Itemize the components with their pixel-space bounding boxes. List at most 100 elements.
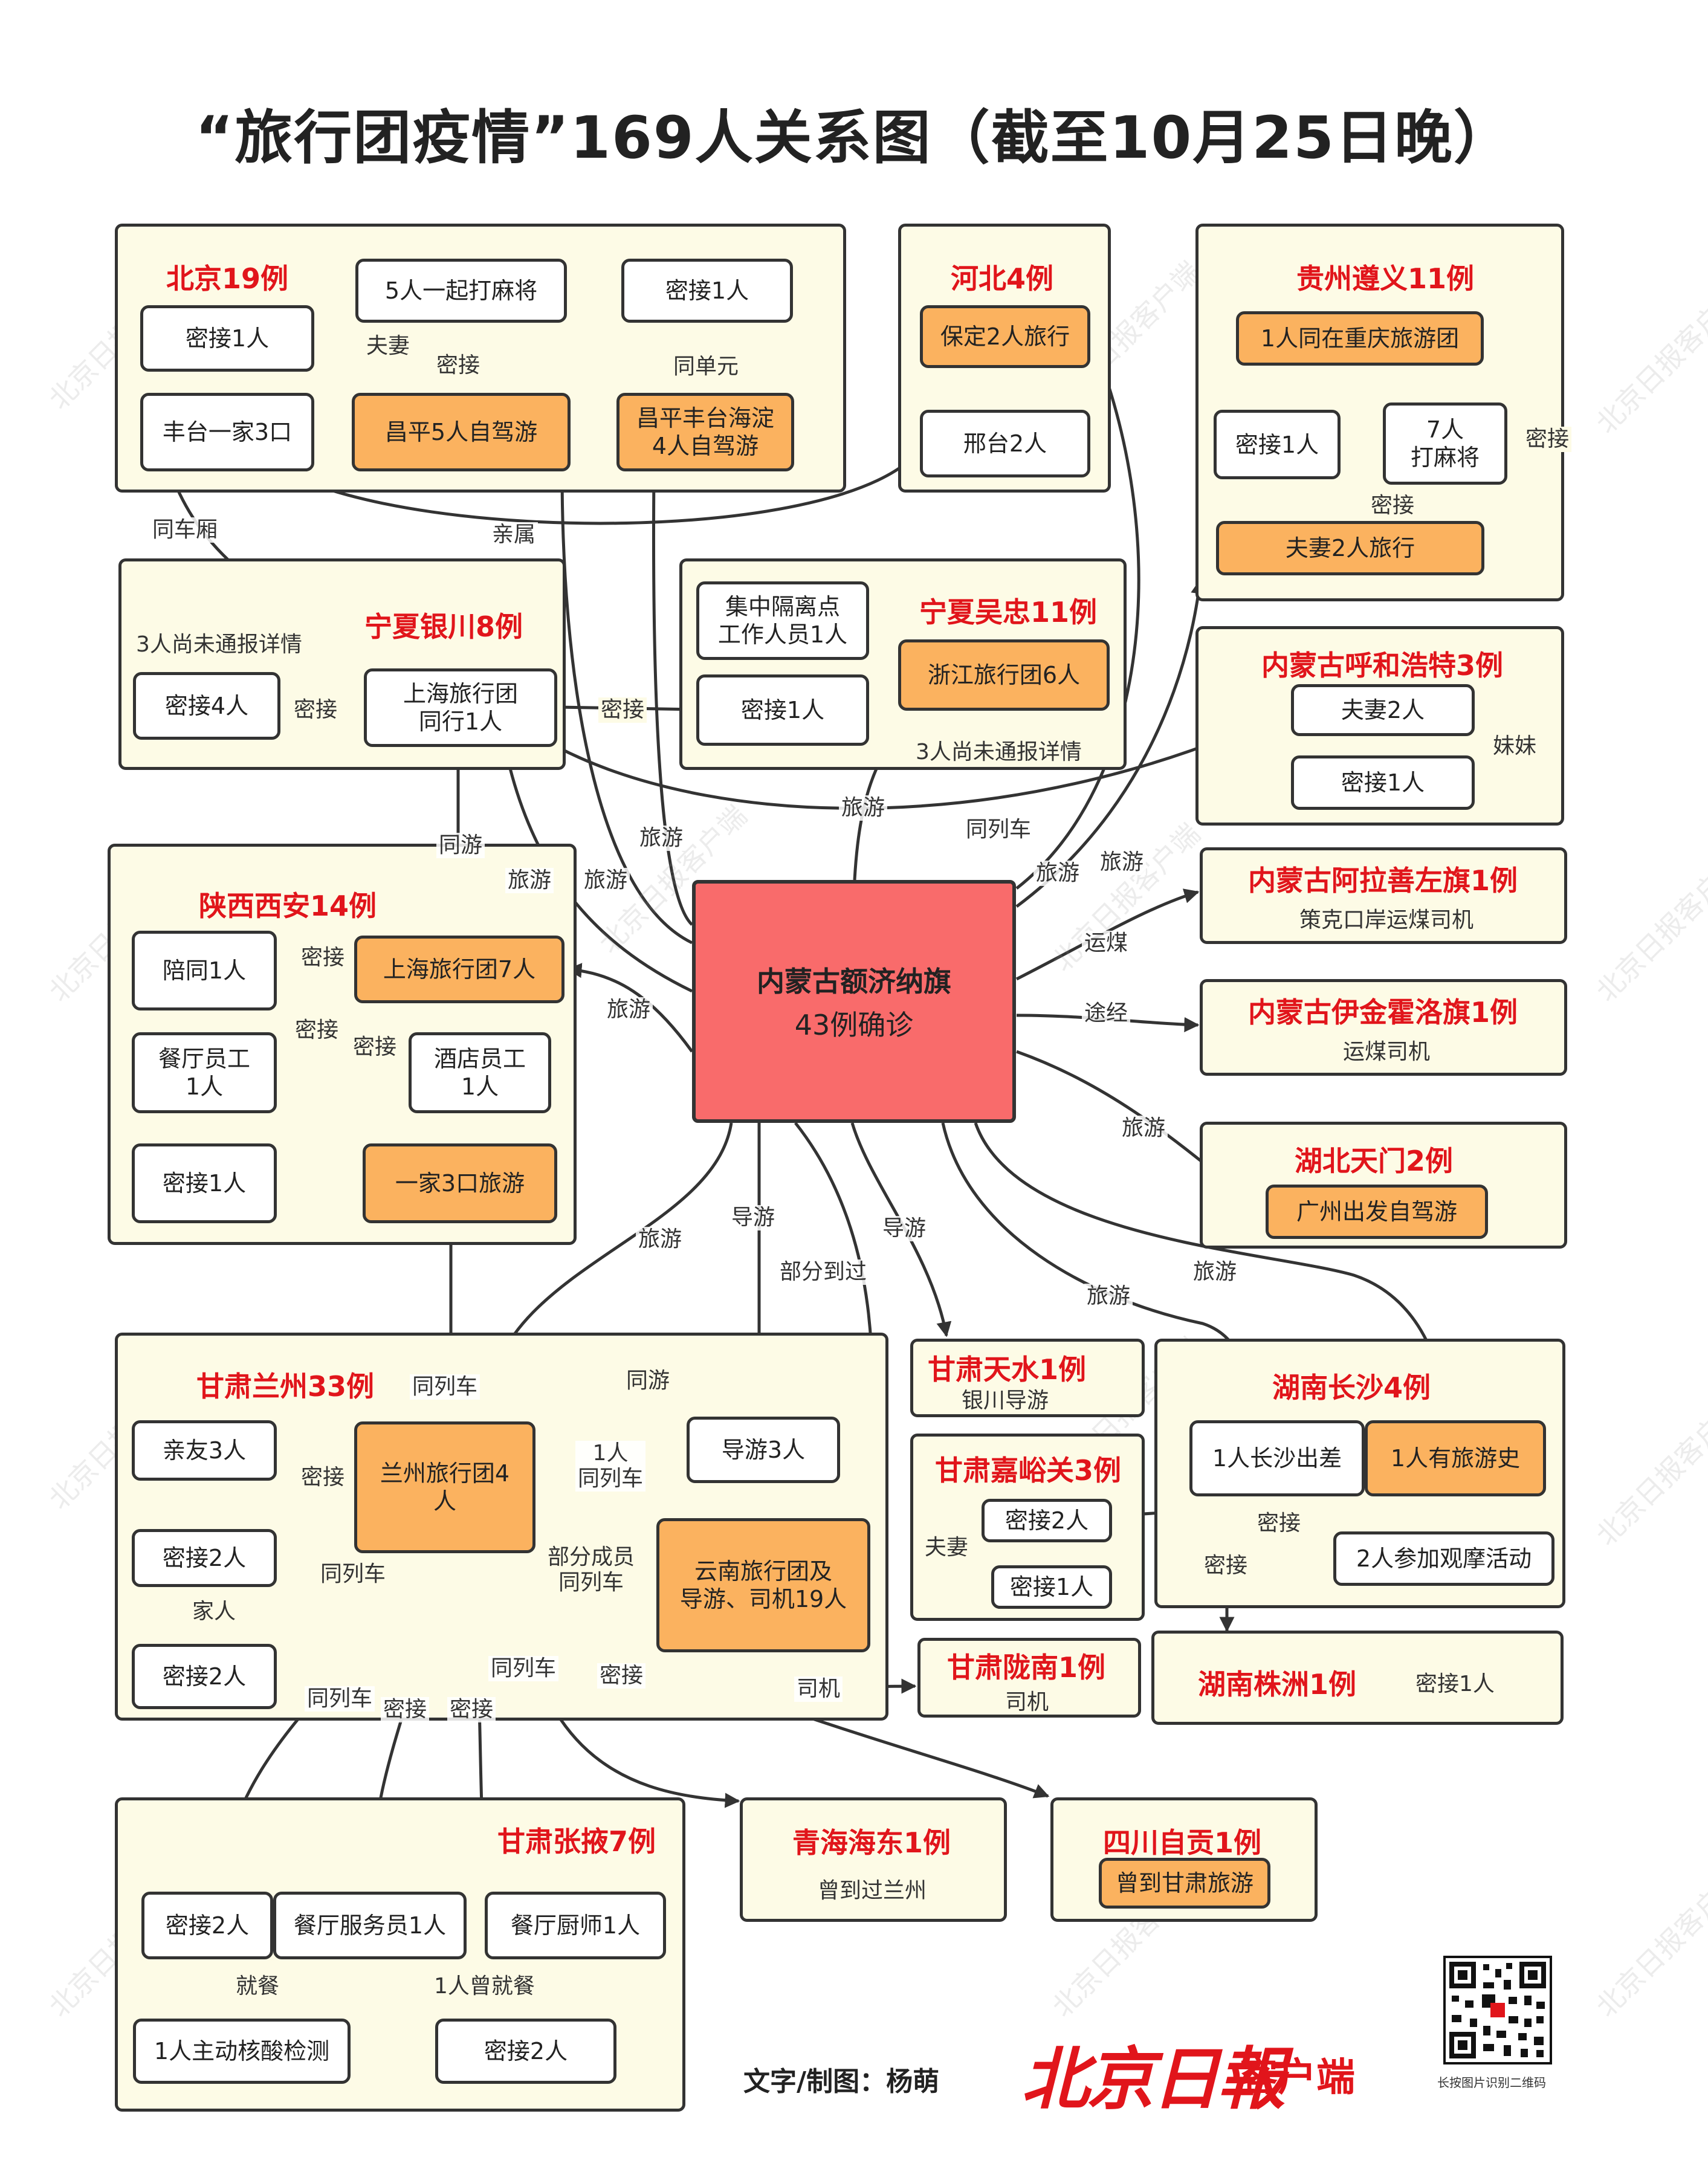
edge-label-spouse: 夫妻 (922, 1535, 971, 1560)
edge-label-via: 途经 (1082, 1001, 1131, 1026)
jyg-close-contact-node: 密接2人 (982, 1499, 1112, 1542)
note-unreported: 3人尚未通报详情 (916, 740, 1082, 765)
center-count: 43例确诊 (794, 1009, 914, 1041)
lz-relatives-node: 亲友3人 (132, 1420, 277, 1481)
edge-label-one-dined: 1人曾就餐 (432, 1974, 537, 1999)
region-longnan: 甘肃陇南1例 司机 (917, 1638, 1141, 1718)
region-title: 湖北天门2例 (1295, 1145, 1454, 1177)
qr-caption: 长按图片识别二维码 (1437, 2075, 1546, 2090)
bj-fengtai-family-node: 丰台一家3口 (140, 393, 314, 471)
edge-yc-hohhot (556, 709, 1290, 810)
cs-travel-history-node: 1人有旅游史 (1365, 1420, 1546, 1496)
edge-label-travel: 旅游 (637, 826, 686, 851)
region-title: 甘肃兰州33例 (196, 1370, 375, 1403)
region-title: 宁夏银川8例 (364, 610, 523, 643)
region-title: 内蒙古伊金霍洛旗1例 (1248, 996, 1518, 1029)
lz-guide-node: 导游3人 (687, 1417, 840, 1483)
edge-label-passed: 部分到过 (777, 1259, 870, 1285)
lz-close-contact-node: 密接2人 (132, 1529, 277, 1587)
xa-companion-node: 陪同1人 (132, 931, 277, 1010)
region-zhuzhou: 湖南株洲1例 密接1人 (1151, 1631, 1564, 1725)
wz-quarantine-node: 集中隔离点 工作人员1人 (696, 581, 869, 660)
region-subtitle: 司机 (1005, 1690, 1049, 1715)
edge-label-travel: 旅游 (1034, 861, 1082, 886)
center-ejina-banner: 内蒙古额济纳旗 43例确诊 (692, 880, 1016, 1123)
region-tianshui: 甘肃天水1例 银川导游 (910, 1339, 1145, 1417)
page-title: “旅行团疫情”169人关系图（截至10月25日晚） (195, 104, 1513, 172)
hh-couple-node: 夫妻2人 (1291, 684, 1475, 736)
region-title: 宁夏吴忠11例 (919, 596, 1098, 629)
lz-close-contact-node: 密接2人 (132, 1644, 277, 1709)
edge-label-contact: 密接 (381, 1697, 430, 1722)
zg-gansu-tour-node: 曾到甘肃旅游 (1099, 1858, 1270, 1909)
edge-label-contact: 密接 (598, 697, 647, 723)
qr-code-pattern (1449, 1962, 1546, 2058)
region-subtitle: 银川导游 (962, 1388, 1049, 1413)
gz-close-contact-node: 密接1人 (1214, 410, 1341, 479)
edge-label-contact: 密接 (1368, 493, 1417, 519)
region-subtitle: 策克口岸运煤司机 (1299, 908, 1474, 933)
gz-chongqing-tour-node: 1人同在重庆旅游团 (1236, 311, 1484, 366)
edge-label-travel: 旅游 (505, 868, 554, 893)
credit-text: 文字/制图：杨萌 (743, 2066, 940, 2097)
region-title: 四川自贡1例 (1103, 1826, 1262, 1859)
zy-nucleic-test-node: 1人主动核酸检测 (133, 2019, 351, 2084)
edge-label-family: 家人 (190, 1599, 239, 1625)
logo-suffix: 客户端 (1239, 2055, 1355, 2100)
bj-mahjong-node: 5人一起打麻将 (355, 259, 567, 323)
region-alxa: 内蒙古阿拉善左旗1例 策克口岸运煤司机 (1200, 847, 1567, 944)
edge-label-travel: 旅游 (581, 868, 630, 893)
note-unreported: 3人尚未通报详情 (136, 632, 302, 657)
edge-label-contact: 密接 (351, 1035, 400, 1060)
yc-shanghai-tour-node: 上海旅行团 同行1人 (364, 668, 557, 747)
lz-yunnan-tour-node: 云南旅行团及 导游、司机19人 (656, 1518, 870, 1652)
edge-center-alxa (1015, 888, 1200, 981)
zy-chef-node: 餐厅厨师1人 (485, 1892, 666, 1959)
region-ejin-horo: 内蒙古伊金霍洛旗1例 运煤司机 (1200, 979, 1567, 1076)
edge-label-travel: 旅游 (1191, 1259, 1240, 1285)
edge-label-contact: 密接 (291, 697, 340, 723)
edge-label-one-train: 1人 同列车 (575, 1441, 646, 1492)
edge-label-companion: 同游 (624, 1368, 673, 1394)
region-title: 湖南株洲1例 (1198, 1668, 1357, 1701)
bj-four-district-node: 昌平丰台海淀 4人自驾游 (616, 393, 794, 471)
edge-label-contact: 密接 (434, 353, 483, 378)
xa-shanghai-tour-node: 上海旅行团7人 (354, 936, 564, 1003)
edge-fengtai-xingtai (283, 448, 921, 525)
region-title: 甘肃嘉峪关3例 (935, 1454, 1122, 1487)
edge-label-contact: 密接 (1255, 1511, 1304, 1536)
edge-label-sister: 妹妹 (1490, 734, 1539, 759)
edge-label-travel: 旅游 (1098, 850, 1147, 875)
edge-label-same-train: 同列车 (305, 1686, 375, 1712)
region-title: 陕西西安14例 (199, 890, 377, 922)
edge-label-travel: 旅游 (1084, 1284, 1133, 1309)
jyg-close-contact-node: 密接1人 (991, 1565, 1112, 1609)
region-subtitle: 曾到过兰州 (818, 1878, 927, 1903)
tm-guangzhou-node: 广州出发自驾游 (1266, 1185, 1488, 1239)
region-title: 湖南长沙4例 (1272, 1371, 1431, 1404)
edge-label-contact: 密接 (293, 1018, 341, 1043)
edge-label-relatives: 亲属 (490, 522, 539, 548)
edge-center-xa (566, 963, 694, 1053)
edge-label-travel: 旅游 (604, 997, 653, 1023)
xa-restaurant-staff-node: 餐厅员工 1人 (132, 1032, 277, 1113)
region-title: 北京19例 (166, 262, 289, 295)
edge-label-contact: 密接 (447, 1697, 496, 1722)
edge-label-travel: 旅游 (636, 1227, 685, 1252)
edge-label-same-train: 同列车 (410, 1374, 480, 1400)
gz-couple-node: 夫妻2人旅行 (1216, 521, 1484, 575)
edge-label-same-train: 同列车 (488, 1656, 559, 1681)
edge-center-four-district (646, 471, 693, 926)
edge-label-travel: 旅游 (839, 795, 888, 821)
cs-business-trip-node: 1人长沙出差 (1189, 1420, 1365, 1496)
edge-label-coal: 运煤 (1082, 931, 1131, 956)
edge-label-contact: 密接 (299, 1465, 348, 1490)
wz-close-contact-node: 密接1人 (696, 674, 869, 746)
edge-label-contact: 密接 (299, 945, 348, 971)
edge-label-guide: 导游 (729, 1205, 778, 1230)
edge-label-companion: 同游 (436, 833, 485, 858)
hb-xingtai-node: 邢台2人 (920, 410, 1090, 477)
cs-observation-node: 2人参加观摩活动 (1333, 1531, 1554, 1586)
region-title: 内蒙古阿拉善左旗1例 (1248, 864, 1518, 897)
gz-mahjong-node: 7人 打麻将 (1383, 403, 1507, 485)
